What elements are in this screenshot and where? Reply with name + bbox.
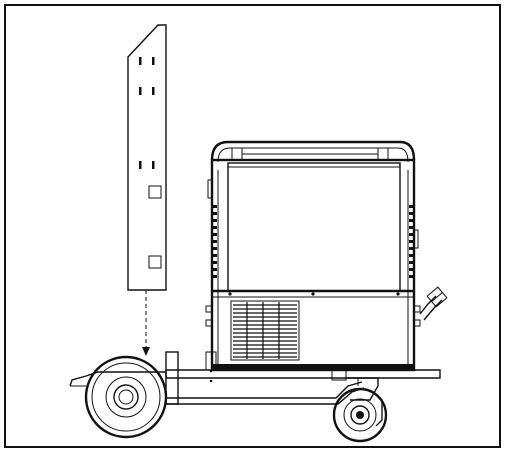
figure-frame bbox=[4, 4, 501, 448]
panel-square-hole-lower bbox=[148, 255, 162, 269]
ventilation-grille bbox=[230, 300, 300, 361]
trolley bbox=[69, 351, 441, 405]
panel-square-hole-upper bbox=[148, 185, 162, 199]
rear-caster-wheel-icon bbox=[332, 377, 388, 443]
welding-machine bbox=[205, 140, 421, 372]
side-panel bbox=[127, 24, 167, 291]
left-ribs bbox=[213, 205, 217, 278]
hose-connector-icon bbox=[419, 286, 448, 321]
insertion-arrow-icon bbox=[142, 290, 150, 356]
right-ribs bbox=[409, 205, 413, 278]
panel-slots bbox=[139, 57, 155, 169]
front-wheel-icon bbox=[84, 355, 168, 439]
